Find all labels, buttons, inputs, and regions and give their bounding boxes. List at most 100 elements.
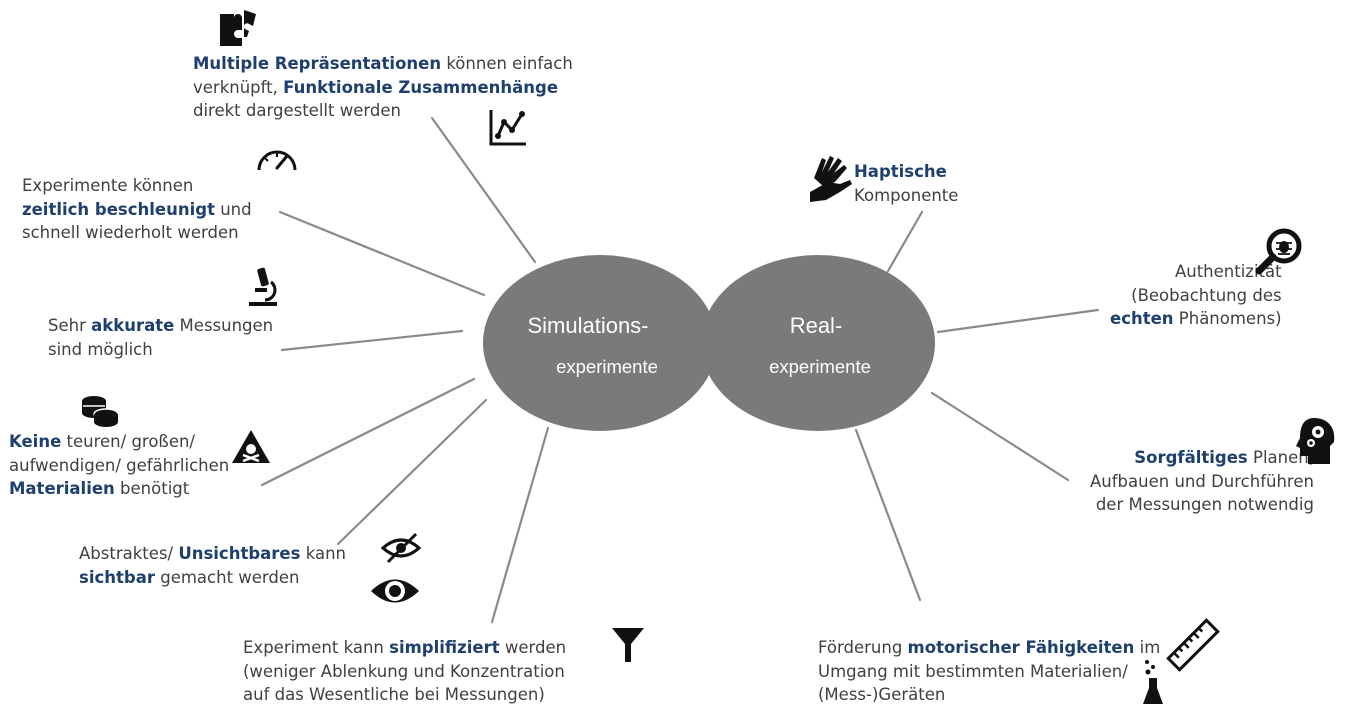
text-segment: schnell wiederholt werden: [22, 223, 239, 242]
text-segment: (weniger Ablenkung und Konzentration: [243, 661, 565, 681]
text-segment: (Beobachtung des: [1131, 285, 1282, 305]
text-segment: Experiment kann: [243, 638, 390, 657]
coins-icon: [80, 394, 120, 428]
text-segment: (Mess-)Geräten: [818, 685, 946, 704]
chart-icon: [488, 108, 528, 148]
text-segment: aufwendigen/ gefährlichen: [9, 455, 230, 475]
authentic-line: Authentizität: [1110, 260, 1282, 284]
bold-keyword: motorischer Fähigkeiten: [907, 638, 1135, 657]
bold-keyword: zeitlich beschleunigt: [22, 199, 215, 219]
bold-keyword: Haptische: [854, 162, 947, 181]
bold-keyword: Sorgfältiges: [1134, 448, 1248, 467]
ellipse-real: [701, 255, 935, 431]
materials-line: Keine teuren/ großen/: [9, 430, 229, 454]
bold-keyword: Multiple Repräsentationen: [193, 54, 442, 73]
text-segment: teuren/ großen/: [61, 432, 195, 451]
connector-representations: [430, 116, 537, 264]
text-representations: Multiple Repräsentationen können einfach…: [193, 52, 573, 123]
bold-keyword: Keine: [9, 432, 62, 451]
text-segment: der Messungen notwendig: [1095, 495, 1314, 514]
text-segment: auf das Wesentliche bei Messungen): [243, 685, 545, 704]
simplified-line: (weniger Ablenkung und Konzentration: [243, 660, 566, 684]
text-authentic: Authentizität (Beobachtung des echten Phän…: [1110, 260, 1282, 331]
simulation-title-line2: experimente: [556, 356, 658, 377]
text-planning: Sorgfältiges Planen,Aufbauen und Durchfü…: [1090, 446, 1314, 517]
accelerated-line: Experimente können: [22, 174, 252, 198]
connector-simplified: [490, 426, 550, 624]
text-segment: direkt dargestellt werden: [193, 101, 401, 120]
hazard-icon: [230, 428, 272, 466]
ruler-icon: [1164, 616, 1222, 674]
text-segment: kann: [300, 544, 346, 563]
head-gears-icon: [1294, 416, 1338, 466]
filter-icon: [610, 626, 646, 664]
haptic-line: Haptische: [854, 160, 958, 184]
text-segment: Förderung: [818, 638, 908, 657]
text-segment: gemacht werden: [154, 567, 300, 587]
planning-line: Sorgfältiges Planen,: [1090, 446, 1314, 470]
text-segment: benötigt: [114, 479, 190, 498]
invisible-line: Abstraktes/ Unsichtbares kann: [79, 542, 346, 566]
real-title-line1: Real-: [790, 313, 843, 338]
puzzle-icon: [218, 8, 258, 48]
motor-line: (Mess-)Geräten: [818, 683, 1160, 707]
text-segment: verknüpft,: [193, 77, 284, 97]
bold-keyword: akkurate: [91, 316, 175, 335]
text-segment: Authentizität: [1174, 262, 1282, 281]
text-segment: Phänomens): [1173, 309, 1282, 328]
text-segment: Aufbauen und Durchführen: [1090, 471, 1314, 491]
speedometer-icon: [255, 148, 299, 172]
text-segment: Sehr: [48, 316, 92, 335]
bold-keyword: Unsichtbares: [178, 544, 301, 563]
text-materials: Keine teuren/ großen/aufwendigen/ gefähr…: [9, 430, 229, 501]
eye-slash-icon: [380, 532, 422, 564]
flask-icon: [1141, 658, 1165, 708]
accurate-line: Sehr akkurate Messungen: [48, 314, 273, 338]
text-segment: Umgang mit bestimmten Materialien/: [818, 661, 1128, 681]
planning-line: der Messungen notwendig: [1090, 493, 1314, 517]
materials-line: aufwendigen/ gefährlichen: [9, 454, 229, 478]
connector-accelerated: [278, 210, 486, 297]
text-accelerated: Experimente können zeitlich beschleunigt …: [22, 174, 252, 245]
text-segment: Planen,: [1247, 448, 1314, 467]
ellipse-simulation: [483, 255, 717, 431]
connector-planning: [930, 391, 1070, 482]
text-segment: werden: [499, 638, 567, 657]
materials-line: Materialien benötigt: [9, 477, 229, 501]
simplified-line: auf das Wesentliche bei Messungen): [243, 683, 566, 707]
text-segment: Experimente können: [22, 176, 194, 195]
motor-line: Umgang mit bestimmten Materialien/: [818, 660, 1160, 684]
text-segment: können einfach: [441, 54, 573, 73]
bold-keyword: echten: [1110, 309, 1174, 328]
real-title-line2: experimente: [769, 356, 871, 377]
bold-keyword: Funktionale Zusammenhänge: [283, 77, 559, 97]
text-segment: Komponente: [854, 185, 959, 205]
text-segment: Messungen: [174, 316, 274, 335]
eye-icon: [368, 574, 422, 608]
text-segment: und: [214, 199, 252, 219]
representations-line: verknüpft, Funktionale Zusammenhänge: [193, 76, 573, 100]
text-segment: im: [1134, 638, 1161, 657]
connector-accurate: [280, 329, 464, 352]
text-segment: sind möglich: [48, 339, 153, 359]
simplified-line: Experiment kann simplifiziert werden: [243, 636, 566, 660]
bold-keyword: sichtbar: [79, 567, 155, 587]
simulation-title-line1: Simulations-: [527, 313, 648, 338]
representations-line: Multiple Repräsentationen können einfach: [193, 52, 573, 76]
accelerated-line: zeitlich beschleunigt und: [22, 198, 252, 222]
authentic-line: (Beobachtung des: [1110, 284, 1282, 308]
microscope-icon: [247, 266, 279, 308]
connector-materials: [260, 377, 476, 487]
invisible-line: sichtbar gemacht werden: [79, 566, 346, 590]
bold-keyword: simplifiziert: [389, 638, 500, 657]
connector-invisible: [336, 398, 488, 546]
motor-line: Förderung motorischer Fähigkeiten im: [818, 636, 1160, 660]
accurate-line: sind möglich: [48, 338, 273, 362]
hands-icon: [808, 152, 852, 206]
connector-motor: [854, 428, 922, 602]
